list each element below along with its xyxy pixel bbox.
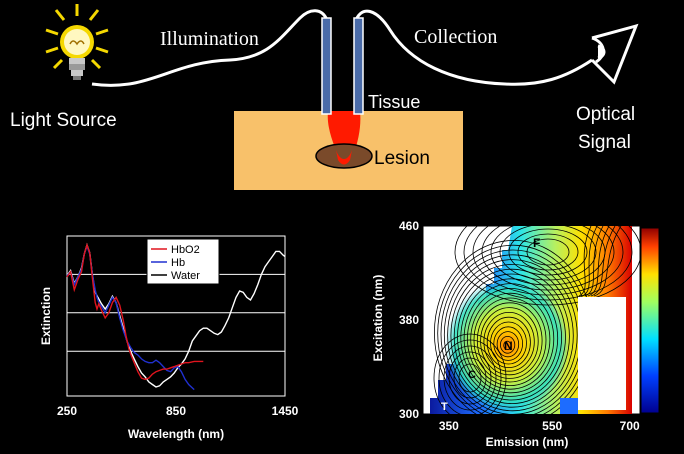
collection-label: Collection — [414, 26, 497, 48]
series-line-hbo2 — [66, 242, 204, 381]
contour-line — [590, 226, 616, 297]
eem-x-tick-label: 550 — [542, 419, 562, 433]
contour-line — [483, 311, 535, 372]
contour-line — [466, 287, 555, 390]
eem-annotation-t: T — [441, 401, 448, 413]
eem-x-tick-label: 700 — [620, 419, 640, 433]
contour-line — [472, 226, 624, 296]
eye-icon — [590, 23, 639, 85]
eem-y-ticks: 460 380 300 — [399, 219, 419, 421]
extinction-y-axis-label: Extinction — [39, 287, 53, 345]
eem-y-axis-label: Excitation (nm) — [371, 275, 385, 362]
contour-line — [458, 363, 482, 393]
collection-fiber — [353, 17, 364, 115]
extinction-x-ticks: 250 850 1450 — [57, 404, 299, 418]
illumination-fiber — [321, 17, 332, 115]
contour-line — [480, 307, 539, 376]
contour-line — [463, 226, 633, 301]
illumination-fiber-cable — [91, 9, 329, 87]
eem-colorbar — [640, 227, 660, 414]
eem-y-tick-label: 300 — [399, 407, 419, 421]
eem-x-ticks: 350 550 700 — [439, 419, 640, 433]
contour-line — [470, 292, 551, 386]
contour-line — [438, 339, 502, 414]
tissue-label: Tissue — [368, 92, 420, 112]
contour-line — [517, 233, 579, 271]
contour-line — [503, 340, 512, 350]
eem-annotation-f: F — [533, 236, 540, 250]
contour-line — [493, 326, 524, 361]
contour-line — [454, 226, 640, 306]
optical-signal-label-line2: Signal — [578, 132, 631, 153]
contour-line — [499, 335, 516, 354]
series-line-water — [66, 242, 286, 388]
extinction-series — [66, 242, 286, 391]
contour-line — [508, 228, 588, 276]
lesion-label: Lesion — [374, 148, 430, 169]
contour-line — [460, 278, 563, 397]
contour-line — [450, 263, 574, 408]
contour-line — [486, 316, 531, 368]
eem-chart: F N C T 350 550 700 460 380 300 Emission (nm… — [371, 219, 660, 449]
contour-line — [587, 226, 610, 297]
extinction-x-tick-label: 250 — [57, 404, 77, 418]
extinction-x-axis-label: Wavelength (nm) — [128, 427, 224, 441]
contour-line — [490, 321, 527, 365]
eem-y-tick-label: 460 — [399, 219, 419, 233]
contour-line — [447, 259, 578, 412]
contour-line — [578, 226, 592, 297]
light-bulb-icon — [45, 4, 109, 80]
eem-x-axis-label: Emission (nm) — [486, 435, 569, 449]
contour-line — [499, 226, 597, 281]
contour-line — [581, 226, 598, 297]
contour-line — [448, 351, 492, 405]
collection-fiber-cable — [354, 9, 593, 86]
contour-line — [481, 226, 615, 291]
illumination-label: Illumination — [160, 28, 259, 50]
legend-label-hb: Hb — [171, 257, 185, 269]
eem-lower-blue-strip — [560, 398, 578, 414]
light-source-label: Light Source — [10, 110, 117, 131]
eem-x-tick-label: 350 — [439, 419, 459, 433]
contour-line — [453, 268, 570, 405]
legend-label-hbo2: HbO2 — [171, 244, 200, 256]
eem-masked-region — [578, 297, 626, 410]
optical-schematic: Illumination Collection Light Source Tis… — [10, 4, 639, 190]
optical-signal-label-line1: Optical — [576, 104, 635, 125]
eem-annotation-n: N — [504, 339, 513, 353]
eem-y-tick-label: 380 — [399, 313, 419, 327]
light-plume-tip — [336, 150, 352, 165]
contour-line — [526, 238, 570, 266]
contour-line — [593, 226, 622, 297]
contour-line — [443, 345, 497, 411]
contour-line — [584, 226, 604, 297]
contour-line — [433, 333, 507, 414]
legend-label-water: Water — [171, 270, 200, 282]
lesion — [315, 143, 373, 169]
eem-annotation-c: C — [468, 369, 476, 381]
extinction-x-tick-label: 850 — [166, 404, 186, 418]
contour-line — [496, 331, 520, 358]
extinction-x-tick-label: 1450 — [272, 404, 299, 418]
contour-line — [453, 357, 487, 399]
